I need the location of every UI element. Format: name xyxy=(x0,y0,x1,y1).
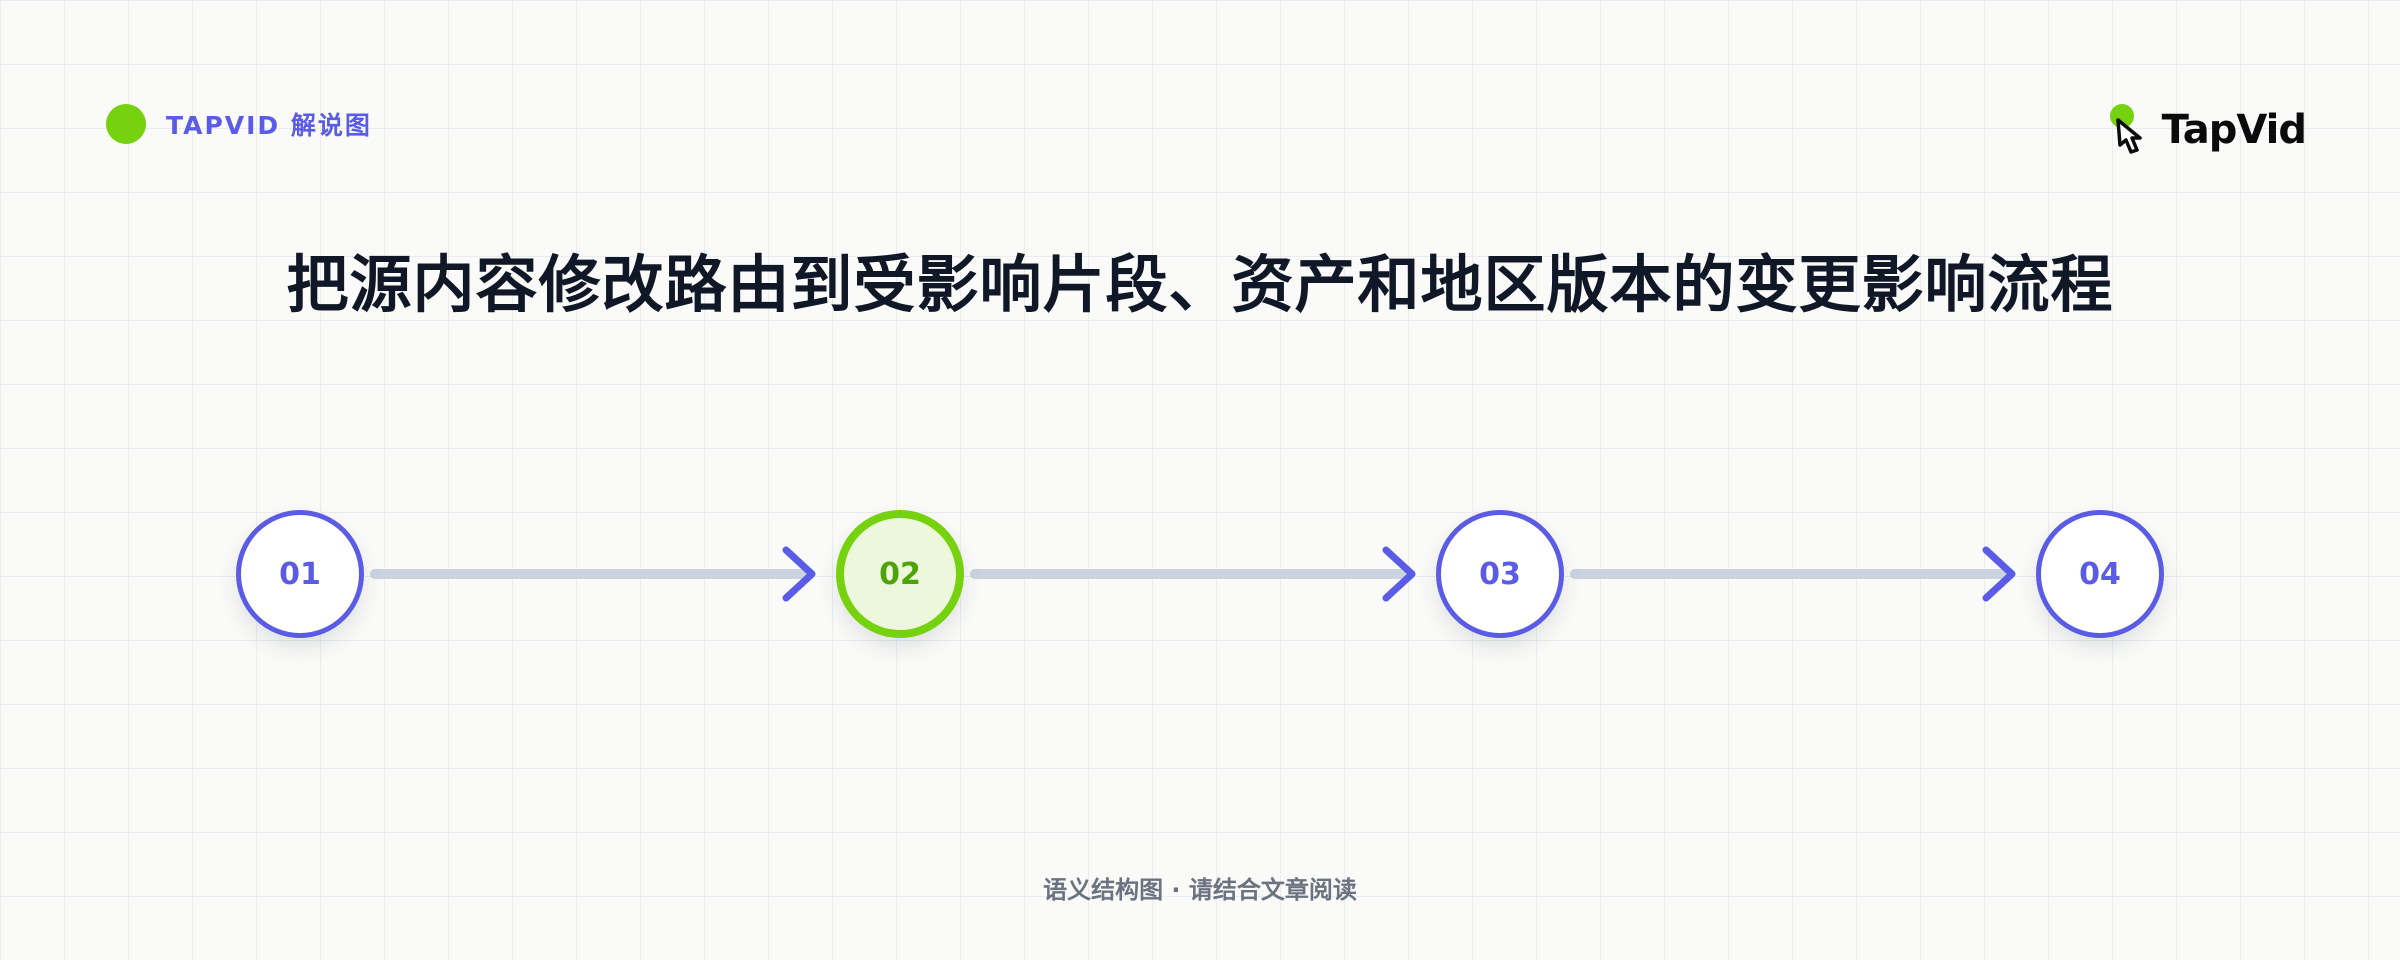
footer-note: 语义结构图 · 请结合文章阅读 xyxy=(1043,876,1357,904)
connector-2 xyxy=(970,569,1412,579)
hand-glyph xyxy=(2116,118,2142,154)
step-node-04[interactable]: 04 xyxy=(2036,510,2164,638)
step-node-01[interactable]: 01 xyxy=(236,510,364,638)
brand-dot-icon xyxy=(106,104,146,144)
brand-label: TAPVID 解说图 xyxy=(166,111,372,140)
arrow-1-icon xyxy=(782,546,816,602)
connector-3 xyxy=(1570,569,2012,579)
step-node-03[interactable]: 03 xyxy=(1436,510,1564,638)
page-title: 把源内容修改路由到受影响片段、资产和地区版本的变更影响流程 xyxy=(286,248,2114,321)
brand-header: TAPVID 解说图 xyxy=(106,104,372,144)
pointing-hand-icon xyxy=(2106,102,2160,158)
arrow-2-icon xyxy=(1382,546,1416,602)
tapvid-logo[interactable]: TapVid xyxy=(2106,102,2307,158)
step-node-02-active[interactable]: 02 xyxy=(836,510,964,638)
connector-1 xyxy=(370,569,812,579)
logo-wordmark: TapVid xyxy=(2161,107,2307,153)
arrow-3-icon xyxy=(1982,546,2016,602)
